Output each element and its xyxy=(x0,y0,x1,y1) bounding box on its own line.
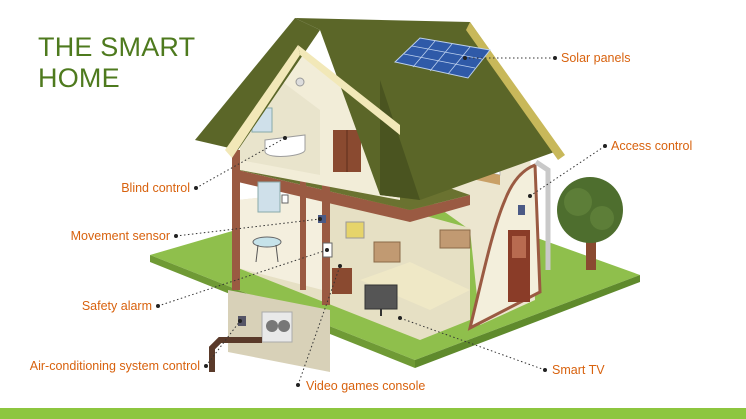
roof-shadow xyxy=(380,80,420,200)
ground-floor-rug xyxy=(360,262,470,310)
round-table xyxy=(252,236,282,248)
ground-floor-left-wall xyxy=(238,190,330,292)
armchair-right xyxy=(439,229,471,249)
label-access-control: Access control xyxy=(611,139,693,153)
grass-edge-right xyxy=(415,275,640,368)
label-blind-control: Blind control xyxy=(121,181,190,195)
painting xyxy=(345,221,365,239)
smart-tv-screen xyxy=(364,284,398,310)
access-keypad xyxy=(518,205,525,215)
label-safety-alarm: Safety alarm xyxy=(81,299,152,313)
drainpipe xyxy=(534,159,551,270)
label-smart-tv: Smart TV xyxy=(552,363,605,377)
title-line-2: HOME xyxy=(38,63,120,93)
frame-post-middle xyxy=(322,80,330,305)
callout-dots xyxy=(156,56,607,387)
gable-trim-right xyxy=(298,45,400,135)
armchair-left xyxy=(373,241,401,263)
solar-panel xyxy=(393,37,491,79)
tree-trunk xyxy=(586,225,596,270)
console-cabinet xyxy=(332,268,352,294)
label-air-conditioning: Air-conditioning system control xyxy=(29,359,200,373)
label-movement-sensor: Movement sensor xyxy=(70,229,170,243)
frame-post-inner xyxy=(300,180,306,290)
bathtub xyxy=(264,134,306,157)
bottom-accent-bar xyxy=(0,408,746,419)
gable-trim-left xyxy=(225,45,300,158)
label-video-games-console: Video games console xyxy=(306,379,426,393)
pipe xyxy=(209,337,262,372)
roof-left xyxy=(195,18,320,150)
ground-window xyxy=(257,181,281,213)
page-title: THE SMART HOME xyxy=(38,32,195,94)
roof-edge xyxy=(466,22,565,160)
callout-lines xyxy=(157,57,606,386)
frame-post-left xyxy=(232,150,240,290)
ceiling-lamp xyxy=(295,77,305,87)
title-line-1: THE SMART xyxy=(38,32,196,62)
label-solar-panels: Solar panels xyxy=(561,51,631,65)
blind-control-device xyxy=(281,194,289,204)
